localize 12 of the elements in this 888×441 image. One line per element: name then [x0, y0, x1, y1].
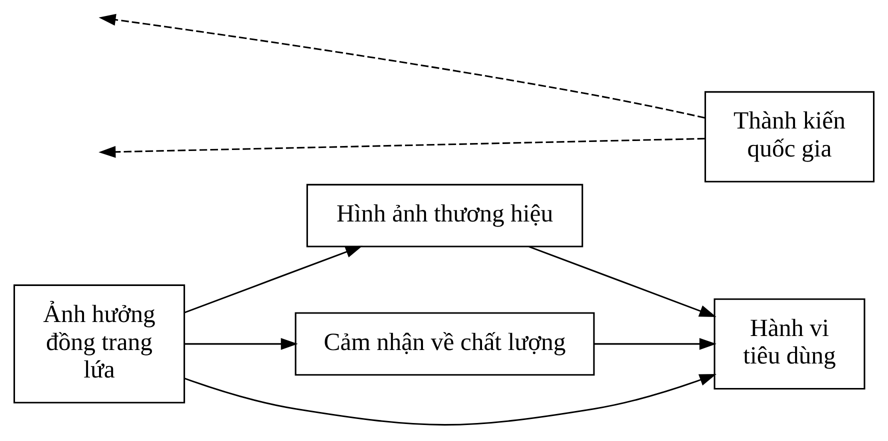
- arrow: [98, 137, 705, 158]
- node-box: Ảnh hưởng đồng trang lứa: [13, 284, 186, 403]
- arrow: [528, 245, 716, 317]
- arrow: [184, 374, 716, 426]
- node-box: Hành vi tiêu dùng: [714, 298, 866, 390]
- node-box: Hình ảnh thương hiệu: [306, 183, 584, 247]
- arrow: [594, 337, 716, 350]
- arrow: [98, 13, 706, 118]
- node-box: Thành kiến quốc gia: [704, 90, 875, 182]
- arrow: [184, 245, 362, 313]
- node-box: Cảm nhận về chất lượng: [294, 312, 595, 376]
- arrow: [184, 337, 298, 350]
